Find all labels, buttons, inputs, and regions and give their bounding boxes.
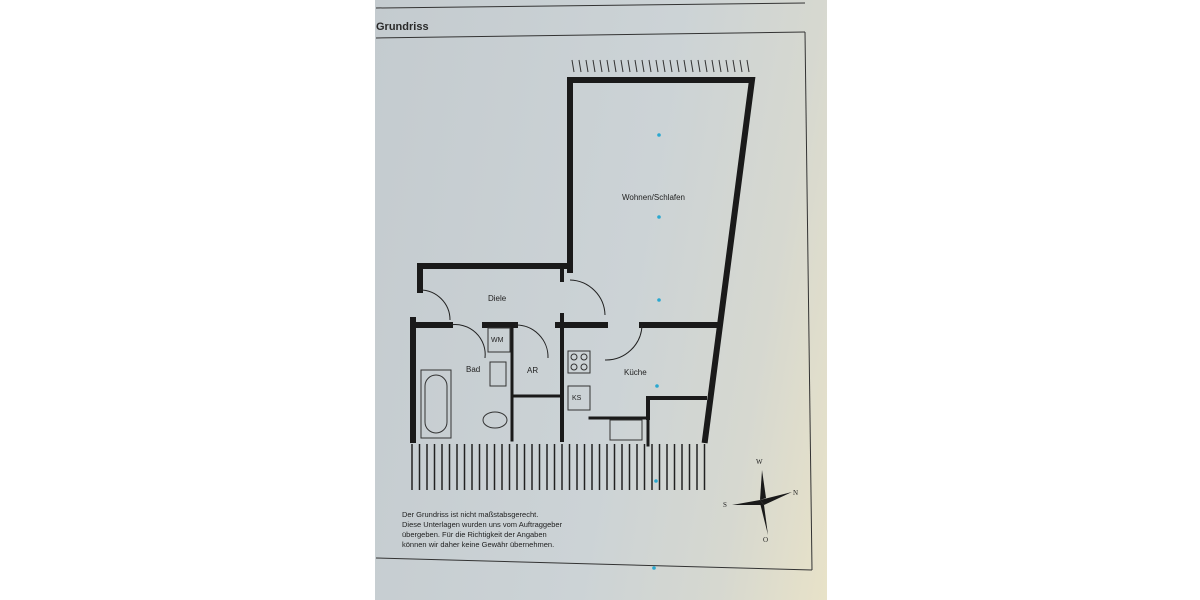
hatch-line xyxy=(571,59,575,73)
fixtures xyxy=(420,327,643,441)
bathtub xyxy=(420,369,452,439)
balcony-hatch-top xyxy=(571,59,750,73)
hatch-line xyxy=(662,59,666,73)
hatch-line xyxy=(732,59,736,73)
hatch-line xyxy=(683,59,687,73)
hatch-line xyxy=(669,59,673,73)
hatch-line xyxy=(634,59,638,73)
hatch-line xyxy=(676,59,680,73)
hatch-line xyxy=(613,59,617,73)
frame-top xyxy=(375,31,806,39)
toilet xyxy=(482,411,508,429)
room-label-fridge: KS xyxy=(572,395,582,402)
fridge xyxy=(567,385,591,411)
hatch-line xyxy=(704,59,708,73)
hatch-line xyxy=(725,59,729,73)
hatch-line xyxy=(697,59,701,73)
washing-machine xyxy=(487,327,511,353)
hatch-line xyxy=(606,59,610,73)
hatch-line xyxy=(718,59,722,73)
hatch-line xyxy=(620,59,624,73)
hatch-line xyxy=(585,59,589,73)
hatch-line xyxy=(711,59,715,73)
hatch-line xyxy=(648,59,652,73)
room-label-kitchen: Küche xyxy=(624,368,647,377)
walls xyxy=(410,77,756,447)
room-label-hall: Diele xyxy=(488,294,507,303)
terrace-hatch-bottom xyxy=(411,444,706,490)
frame-bottom xyxy=(375,557,813,571)
disclaimer: Der Grundriss ist nicht maßstabsgerecht.… xyxy=(402,510,562,550)
disclaimer-line: Diese Unterlagen wurden uns vom Auftragg… xyxy=(402,520,563,529)
section-title: Grundriss xyxy=(376,21,429,33)
hatch-line xyxy=(690,59,694,73)
kitchen-sink xyxy=(609,419,643,441)
hatch-line xyxy=(599,59,603,73)
hatch-line xyxy=(578,59,582,73)
room-label-living: Wohnen/Schlafen xyxy=(622,193,686,202)
compass-south: S xyxy=(723,501,727,509)
compass-north: N xyxy=(793,489,799,497)
hatch-line xyxy=(655,59,659,73)
doors xyxy=(419,279,643,361)
stove xyxy=(567,350,591,374)
hatch-line xyxy=(739,59,743,73)
compass-rose xyxy=(732,470,792,535)
hatch-line xyxy=(592,59,596,73)
compass-east: O xyxy=(763,536,769,544)
room-label-bath: Bad xyxy=(466,365,481,374)
disclaimer-line: Der Grundriss ist nicht maßstabsgerecht. xyxy=(402,510,539,519)
washbasin xyxy=(489,361,507,387)
frame-right xyxy=(804,31,813,571)
hatch-line xyxy=(641,59,645,73)
disclaimer-line: übergeben. Für die Richtigkeit der Angab… xyxy=(402,530,547,539)
hatch-line xyxy=(746,59,750,73)
header-rule xyxy=(375,2,806,9)
hatch-line xyxy=(627,59,631,73)
room-label-storage: AR xyxy=(527,366,539,375)
disclaimer-line: können wir daher keine Gewähr übernehmen… xyxy=(402,540,555,549)
compass-west: W xyxy=(756,458,763,466)
marker-dots xyxy=(652,133,661,570)
room-label-washer: WM xyxy=(491,337,504,344)
